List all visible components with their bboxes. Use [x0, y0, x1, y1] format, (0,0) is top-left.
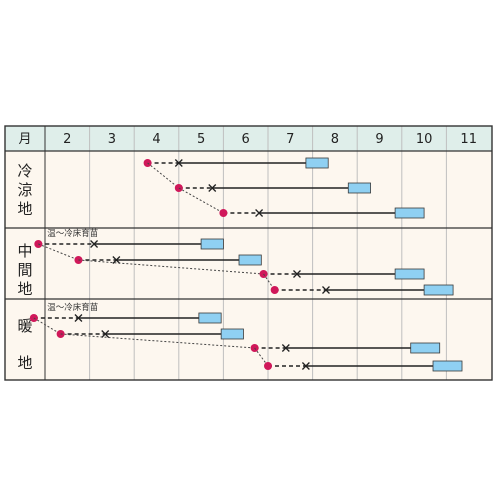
- planting-x-marker: [281, 344, 290, 352]
- region-label-char: 地: [17, 280, 32, 298]
- schedule-row: [254, 347, 463, 372]
- harvest-bar: [347, 182, 371, 194]
- planting-x-marker: [293, 270, 301, 278]
- month-header-labels: 2 3 4 5 6 7 8 9 10 11: [63, 132, 477, 147]
- nursery-note: 温～冷床育苗: [47, 302, 99, 313]
- sowing-dot: [270, 286, 279, 294]
- plot-background: [5, 126, 492, 380]
- month-label: 2: [63, 132, 71, 147]
- harvest-bar: [432, 360, 463, 372]
- harvest-bar: [238, 254, 262, 266]
- planting-x-marker: [112, 256, 121, 264]
- region-label-char: 地: [17, 354, 32, 372]
- month-label: 3: [108, 132, 116, 147]
- schedule-row: [178, 187, 425, 219]
- sowing-connector: [38, 243, 79, 261]
- planting-x-marker: [90, 240, 99, 248]
- region-label-char: 中: [17, 242, 32, 260]
- schedule-rows: [29, 157, 463, 372]
- planting-x-marker: [301, 362, 310, 370]
- sowing-dot: [219, 209, 228, 217]
- planting-x-marker: [74, 314, 83, 322]
- month-label: 8: [331, 132, 339, 147]
- harvest-bar: [198, 312, 222, 324]
- month-label: 5: [197, 132, 205, 147]
- month-corner-label: 月: [18, 132, 31, 147]
- harvest-bar: [423, 284, 454, 296]
- schedule-row: [263, 273, 454, 296]
- schedule-row: [78, 259, 425, 280]
- sowing-connector: [60, 333, 255, 349]
- nursery-note: 温～冷床育苗: [47, 228, 99, 239]
- month-label: 10: [416, 132, 433, 147]
- planting-x-marker: [255, 209, 264, 217]
- harvest-bar: [394, 207, 425, 219]
- region-label-char: 冷: [17, 162, 32, 180]
- sowing-connector: [33, 317, 61, 335]
- region-label-char: 暖: [17, 317, 32, 335]
- month-label: 9: [375, 132, 383, 147]
- harvest-bar: [200, 238, 224, 250]
- schedule-row: [38, 243, 262, 266]
- harvest-bar: [220, 328, 244, 340]
- month-label: 7: [286, 132, 294, 147]
- harvest-bar: [410, 342, 441, 354]
- month-label: 4: [152, 132, 160, 147]
- schedule-row: [147, 162, 371, 194]
- planting-x-marker: [101, 330, 110, 338]
- region-label-char: 地: [17, 200, 32, 218]
- sowing-connector: [147, 162, 180, 189]
- harvest-bar: [305, 157, 329, 169]
- chart-frame: [4, 125, 493, 381]
- planting-x-marker: [174, 159, 183, 167]
- sowing-connector: [78, 259, 264, 275]
- planting-x-marker: [322, 286, 330, 294]
- harvest-bar: [394, 268, 425, 280]
- header-background: [5, 126, 492, 151]
- month-label: 6: [242, 132, 250, 147]
- schedule-row: [60, 333, 441, 354]
- grid-lines: [5, 126, 492, 380]
- sowing-dot: [264, 362, 272, 370]
- region-label-char: 間: [17, 261, 32, 279]
- region-label-char: 涼: [17, 181, 32, 199]
- month-label: 11: [460, 132, 477, 147]
- planting-x-marker: [208, 184, 217, 192]
- sowing-connector: [178, 187, 224, 214]
